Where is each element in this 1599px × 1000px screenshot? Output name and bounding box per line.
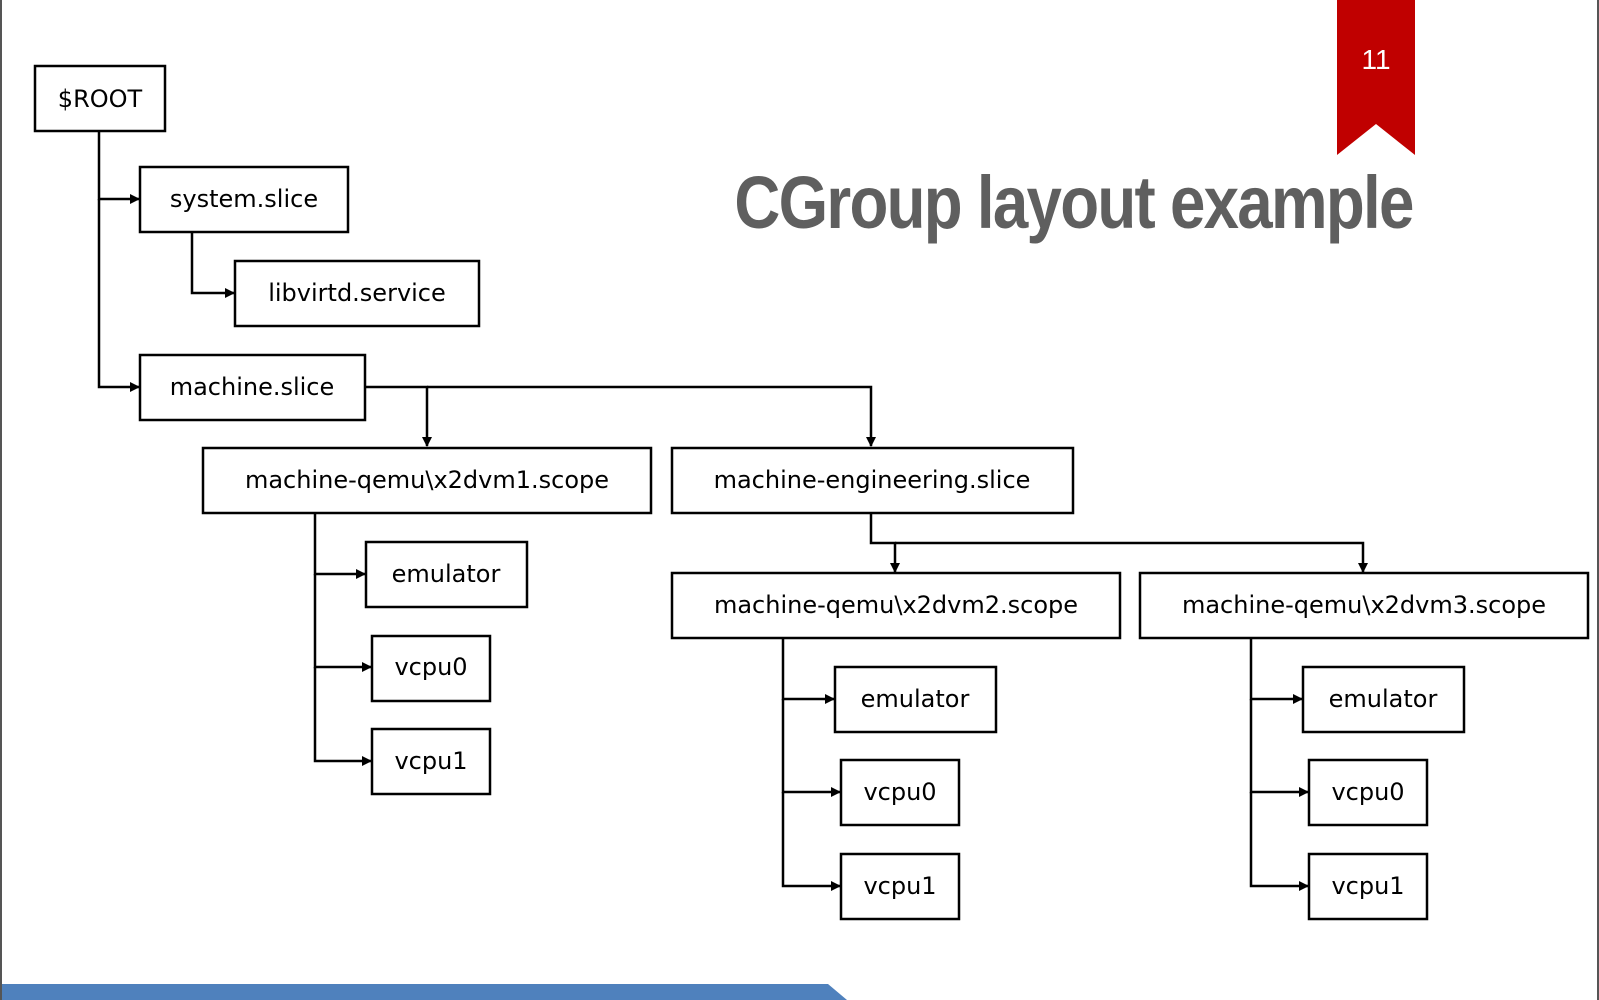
- node-label: machine-engineering.slice: [714, 466, 1031, 494]
- edge-vm1-scope-vcpu0: [313, 574, 372, 672]
- node-label: vcpu0: [394, 653, 467, 681]
- edge-machine-slice-engineering-slice: [427, 385, 876, 447]
- node-vm3-vcpu0: vcpu0: [1307, 758, 1429, 827]
- page-number: 11: [1361, 44, 1391, 75]
- node-label: emulator: [1329, 685, 1438, 713]
- node-label: $ROOT: [58, 85, 143, 113]
- node-vm3-vcpu1: vcpu1: [1307, 852, 1429, 921]
- node-vm3-scope: machine-qemu\x2dvm3.scope: [1138, 571, 1590, 640]
- edge-system-slice-libvirtd-service: [190, 233, 235, 298]
- edge-vm2-scope-vcpu1: [781, 792, 841, 891]
- node-label: vcpu1: [863, 872, 936, 900]
- node-vm1-vcpu0: vcpu0: [370, 634, 492, 703]
- node-label: machine-qemu\x2dvm2.scope: [714, 591, 1078, 619]
- node-label: libvirtd.service: [268, 279, 446, 307]
- node-machine-slice: machine.slice: [138, 353, 367, 422]
- node-vm2-vcpu1: vcpu1: [839, 852, 961, 921]
- footer-accent-bar: [2, 984, 847, 1000]
- node-label: machine.slice: [170, 373, 335, 401]
- node-label: vcpu1: [1331, 872, 1404, 900]
- node-engineering-slice: machine-engineering.slice: [670, 446, 1075, 515]
- nodes: $ROOT system.slice libvirtd.service mach…: [33, 64, 1590, 921]
- node-label: emulator: [392, 560, 501, 588]
- edge-root-system-slice: [97, 131, 140, 204]
- node-system-slice: system.slice: [138, 165, 350, 234]
- edge-vm2-scope-vcpu0: [781, 699, 841, 797]
- slide-title: CGroup layout example: [734, 161, 1415, 244]
- node-vm1-scope: machine-qemu\x2dvm1.scope: [201, 446, 653, 515]
- edge-machine-slice-vm1-scope: [365, 385, 432, 447]
- node-label: vcpu0: [1331, 778, 1404, 806]
- node-root: $ROOT: [33, 64, 167, 133]
- node-label: vcpu0: [863, 778, 936, 806]
- node-vm2-scope: machine-qemu\x2dvm2.scope: [670, 571, 1122, 640]
- node-label: vcpu1: [394, 747, 467, 775]
- node-vm2-vcpu0: vcpu0: [839, 758, 961, 827]
- node-libvirtd-service: libvirtd.service: [233, 259, 481, 328]
- node-vm1-vcpu1: vcpu1: [370, 727, 492, 796]
- edge-engineering-slice-vm2-scope: [869, 514, 900, 573]
- node-label: emulator: [861, 685, 970, 713]
- edge-vm1-scope-vcpu1: [313, 667, 372, 766]
- edge-vm3-scope-vcpu0: [1249, 699, 1309, 797]
- edge-vm3-scope-vcpu1: [1249, 792, 1309, 891]
- node-label: system.slice: [170, 185, 318, 213]
- edge-vm1-scope-emulator: [313, 514, 366, 579]
- node-label: machine-qemu\x2dvm3.scope: [1182, 591, 1546, 619]
- node-vm3-emulator: emulator: [1301, 665, 1466, 734]
- edge-engineering-slice-vm3-scope: [895, 541, 1368, 573]
- node-label: machine-qemu\x2dvm1.scope: [245, 466, 609, 494]
- node-vm1-emulator: emulator: [364, 540, 529, 609]
- edge-root-machine-slice: [97, 199, 140, 392]
- node-vm2-emulator: emulator: [833, 665, 998, 734]
- edge-vm2-scope-emulator: [781, 639, 835, 704]
- connectors: [97, 131, 1368, 891]
- edge-vm3-scope-emulator: [1249, 639, 1303, 704]
